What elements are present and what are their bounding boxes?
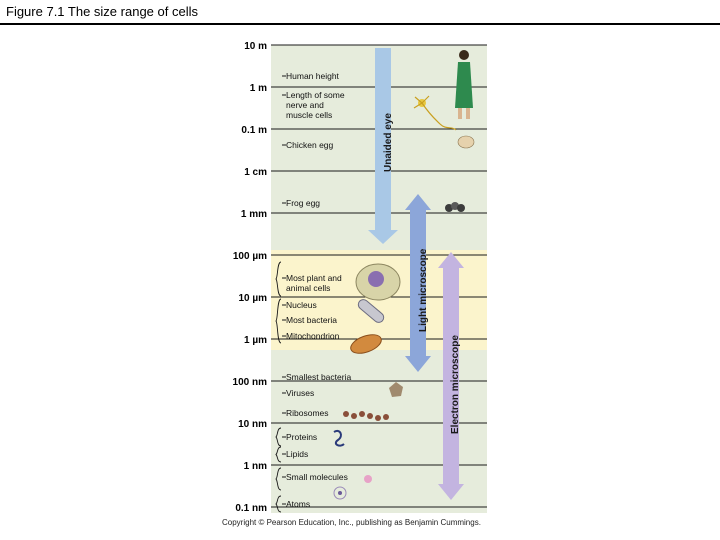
page-title: Figure 7.1 The size range of cells [6, 4, 198, 19]
size-item-label: Frog egg [286, 198, 320, 208]
size-item-label: Ribosomes [286, 408, 329, 418]
range-brace [275, 446, 282, 463]
scale-label: 1 cm [244, 167, 267, 178]
person-icon [455, 50, 473, 119]
protein-icon [333, 430, 345, 447]
size-item-label: Most bacteria [286, 315, 337, 325]
range-brace [275, 261, 282, 297]
range-brace [275, 495, 282, 513]
unaided-eye-arrow: Unaided eye [368, 48, 398, 244]
light-microscope-arrow: Light microscope [405, 194, 431, 372]
scale-label: 100 µm [233, 251, 267, 262]
size-item-label: Small molecules [286, 472, 348, 482]
size-item-label: Atoms [286, 499, 310, 509]
size-item-label: Mitochondrion [286, 331, 340, 341]
electron-microscope-arrow: Electron microscope [438, 252, 464, 500]
scale-label: 10 nm [238, 419, 267, 430]
mitochondrion-icon [350, 334, 382, 354]
scale-label: 1 µm [244, 335, 267, 346]
range-brace [275, 467, 282, 491]
range-brace [275, 298, 282, 344]
bacterium-icon [357, 299, 385, 323]
size-item-label: Proteins [286, 432, 317, 442]
size-item-label: Human height [286, 71, 340, 81]
nerve-cell-icon [413, 95, 457, 131]
light-microscope-label: Light microscope [418, 248, 429, 332]
scale-label: 1 mm [241, 209, 267, 220]
title-divider [0, 23, 720, 25]
size-item-label: Nucleus [286, 300, 317, 310]
small-molecule-icon [364, 475, 372, 483]
scale-label: 100 nm [233, 377, 268, 388]
scale-label: 10 m [244, 41, 267, 52]
frog-egg-icon [445, 202, 465, 212]
scale-label: 10 µm [238, 293, 267, 304]
ribosome-icon [343, 411, 389, 421]
scale-label: 1 nm [244, 461, 267, 472]
size-item-label: Lipids [286, 449, 308, 459]
scale-label: 0.1 nm [235, 503, 267, 514]
unaided-eye-label: Unaided eye [383, 113, 394, 172]
range-brace [275, 427, 282, 447]
size-item-label: Smallest bacteria [286, 372, 351, 382]
size-item-label: Chicken egg [286, 140, 334, 150]
chicken-egg-icon [457, 135, 475, 149]
electron-microscope-label: Electron microscope [450, 335, 461, 434]
scale-label: 1 m [250, 83, 267, 94]
animal-cell-icon [355, 263, 401, 301]
size-item-label: Viruses [286, 388, 314, 398]
atom-icon [333, 486, 347, 500]
copyright-notice: Copyright © Pearson Education, Inc., pub… [222, 518, 481, 527]
virus-icon [389, 382, 403, 397]
scale-label: 0.1 m [241, 125, 267, 136]
